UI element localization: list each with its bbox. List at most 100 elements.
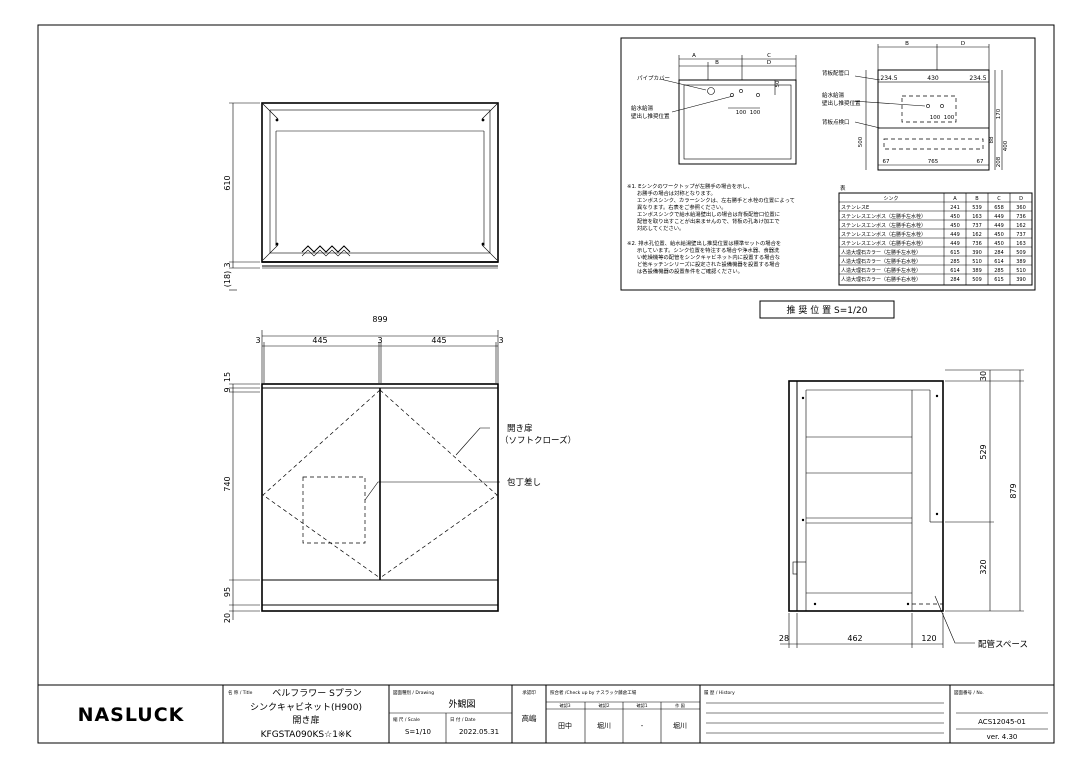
dim-door-right: 445: [431, 336, 446, 345]
table-cell: 658: [994, 205, 1004, 211]
dim-door-left: 445: [312, 336, 327, 345]
table-cell: 449: [994, 214, 1004, 220]
dim-total-width: 899: [372, 315, 387, 324]
note-1-5: エンボスシンクで給水給湯壁出しの場合は背板配管口位置に: [637, 210, 780, 218]
inset-d100a: 100: [736, 110, 747, 116]
title-line-4: KFGSTA090KS☆1※K: [261, 730, 353, 740]
top-view: [229, 102, 499, 291]
inset-r-100b: 100: [944, 115, 955, 121]
dim-side-depth: 462: [847, 634, 862, 643]
table-cell: 389: [1016, 259, 1026, 265]
version: ver. 4.30: [987, 733, 1018, 741]
dim-top-height: 610: [223, 175, 232, 190]
check-header-2: 確認2: [598, 702, 609, 709]
dim-side-upper: 529: [979, 444, 988, 459]
dim-seg-left: 3: [255, 336, 260, 345]
door-note-1: 開き扉: [507, 423, 533, 434]
drawing-type: 外観図: [448, 698, 475, 710]
table-cell: 510: [972, 259, 982, 265]
inset-r-170: 170: [996, 108, 1002, 119]
inset-r-500: 500: [858, 136, 864, 147]
company-logo: NASLUCK: [78, 704, 185, 726]
knife-holder-label: 包丁差し: [507, 477, 541, 488]
table-cell: 737: [1016, 232, 1026, 238]
table-cell: 449: [950, 241, 960, 247]
inset-r-supply-2: 壁出し推奨位置: [822, 99, 861, 107]
inset-pipe-cover: パイプカバー: [637, 75, 670, 82]
inset-r-2345a: 234.5: [880, 75, 897, 82]
table-cell: 737: [972, 223, 982, 229]
drawing-type-label: 図面種別 / Drawing: [393, 689, 434, 696]
table-cell: 人造大理石カラー（右勝手右水栓）: [841, 276, 921, 283]
approval-label: 承認印: [522, 689, 536, 696]
inset-r-67b: 67: [977, 159, 984, 165]
table-cell: ステンレスエンボス（右勝手右水栓）: [841, 240, 926, 247]
dim-side-back: 120: [921, 634, 936, 643]
inset-r-d: D: [961, 41, 965, 47]
recommend-label: 推 奨 位 置 S=1/20: [787, 304, 868, 316]
scale-value: S=1/10: [405, 728, 431, 736]
note-1-2: お勝手の場合は対称となります。: [637, 189, 716, 197]
dim-front-top-b: 15: [223, 372, 232, 382]
inset-r-400: 400: [1003, 140, 1009, 151]
check-value-3: -: [641, 722, 644, 730]
title-label: 名 称 / Title: [228, 689, 253, 696]
table-cell: 449: [994, 223, 1004, 229]
check-value-4: 堀川: [673, 721, 687, 730]
inset-r-drain: 背板配管口: [822, 69, 850, 77]
dim-side-total: 879: [1009, 483, 1018, 498]
table-cell: 人造大理石カラー（左勝手右水栓）: [841, 258, 921, 265]
inset-r-88: 88: [989, 136, 995, 143]
inset-r-2345b: 234.5: [969, 75, 986, 82]
table-cell: 284: [950, 277, 960, 283]
inset-r-100a: 100: [930, 115, 941, 121]
front-view: [229, 330, 500, 620]
table-cell: 284: [994, 250, 1004, 256]
table-cell: 615: [994, 277, 1004, 283]
note-1-3: エンボスシンク、カラーシンクは、左右勝手と水栓の位置によって: [637, 196, 795, 204]
table-cell: 736: [972, 241, 982, 247]
title-block: [37, 684, 1055, 744]
table-cell: 241: [950, 205, 960, 211]
table-cell: 509: [1016, 250, 1026, 256]
table-cell: ステンレスエンボス（左勝手右水栓）: [841, 222, 926, 229]
table-cell: 510: [1016, 268, 1026, 274]
table-header: C: [997, 196, 1001, 202]
note-2-4: ど他キッチンシリーズに設定された設備機器を設置する場合: [637, 260, 780, 268]
sink-table-title: 表: [840, 184, 846, 192]
note-1-7: 対応してください。: [637, 224, 684, 232]
title-line-3: 開き扉: [292, 714, 319, 726]
note-1-4: 異なります。右表をご参照ください。: [637, 203, 727, 211]
table-cell: 162: [972, 232, 982, 238]
table-cell: 人造大理石カラー（右勝手左水栓）: [841, 267, 921, 274]
title-line-1: ベルフラワー Sプラン: [272, 688, 362, 699]
table-cell: 390: [1016, 277, 1026, 283]
inset-r-supply-1: 給水給湯: [822, 91, 845, 99]
check-value-1: 田中: [558, 721, 572, 730]
dim-front-plinth: 95: [223, 587, 232, 597]
notes: ※1. Eシンクのワークトップが左勝手の場合を示し、 お勝手の場合は対称となりま…: [627, 182, 795, 275]
table-cell: 360: [1016, 205, 1026, 211]
inset-d100b: 100: [750, 110, 761, 116]
inset-dim-c: C: [767, 53, 771, 59]
dim-side-front: 28: [779, 634, 789, 643]
recommend-box: [759, 300, 895, 319]
note-1-6: 配管を取り出すことが出来ませんので、背板の孔あけ加工で: [637, 217, 780, 225]
note-2-1: ※2. 排水孔位置、給水給湯壁出し推奨位置は標準セットの場合を: [627, 239, 781, 247]
inset-supply-1: 給水給湯: [631, 104, 654, 112]
dim-seg-right: 3: [498, 336, 503, 345]
inset-dim-d: D: [767, 60, 771, 66]
check-header-1: 確認3: [559, 702, 570, 709]
inset-dim-b: B: [715, 60, 719, 66]
table-cell: 614: [950, 268, 960, 274]
table-cell: 390: [972, 250, 982, 256]
table-cell: 162: [1016, 223, 1026, 229]
date-value: 2022.05.31: [459, 728, 499, 736]
history-label: 履 歴 / History: [704, 690, 735, 696]
date-label: 日 付 / Date: [450, 716, 476, 723]
table-cell: 450: [950, 223, 960, 229]
table-cell: 450: [950, 214, 960, 220]
table-cell: 163: [972, 214, 982, 220]
inset-supply-2: 壁出し推奨位置: [631, 112, 670, 120]
